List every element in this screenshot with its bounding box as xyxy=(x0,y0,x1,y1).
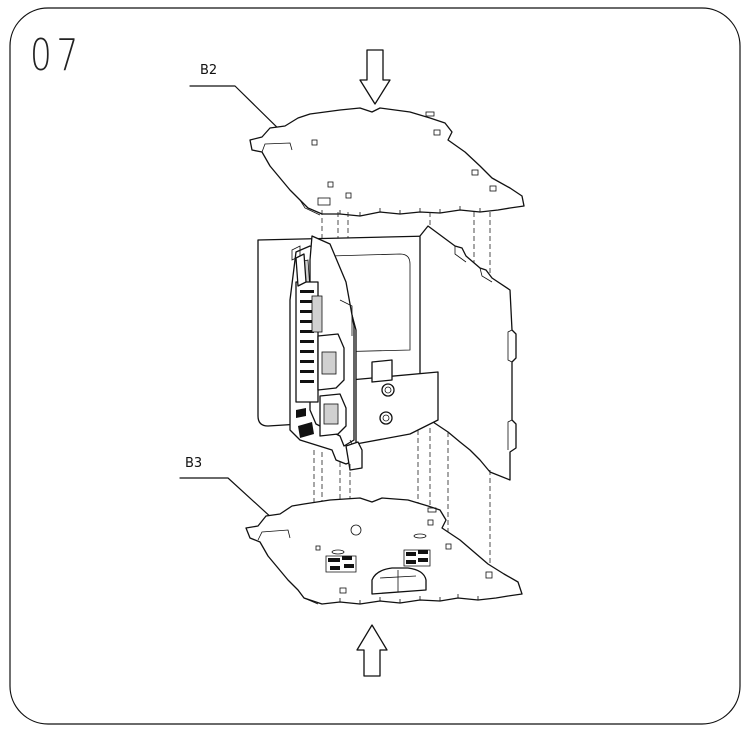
step-border xyxy=(9,7,741,725)
arrow-down-icon xyxy=(359,49,391,105)
arrow-up-icon xyxy=(356,624,388,677)
step-number: 07 xyxy=(30,30,84,81)
plate-b2 xyxy=(249,107,525,217)
circuit-board xyxy=(289,235,363,471)
b3-leader-line xyxy=(179,477,286,531)
b2-leader-line xyxy=(189,85,291,141)
side-panel-right xyxy=(419,225,517,481)
label-b2: B2 xyxy=(200,63,218,78)
bracket-plate xyxy=(349,359,439,445)
label-b3: B3 xyxy=(185,456,203,471)
plate-b3 xyxy=(245,497,523,605)
